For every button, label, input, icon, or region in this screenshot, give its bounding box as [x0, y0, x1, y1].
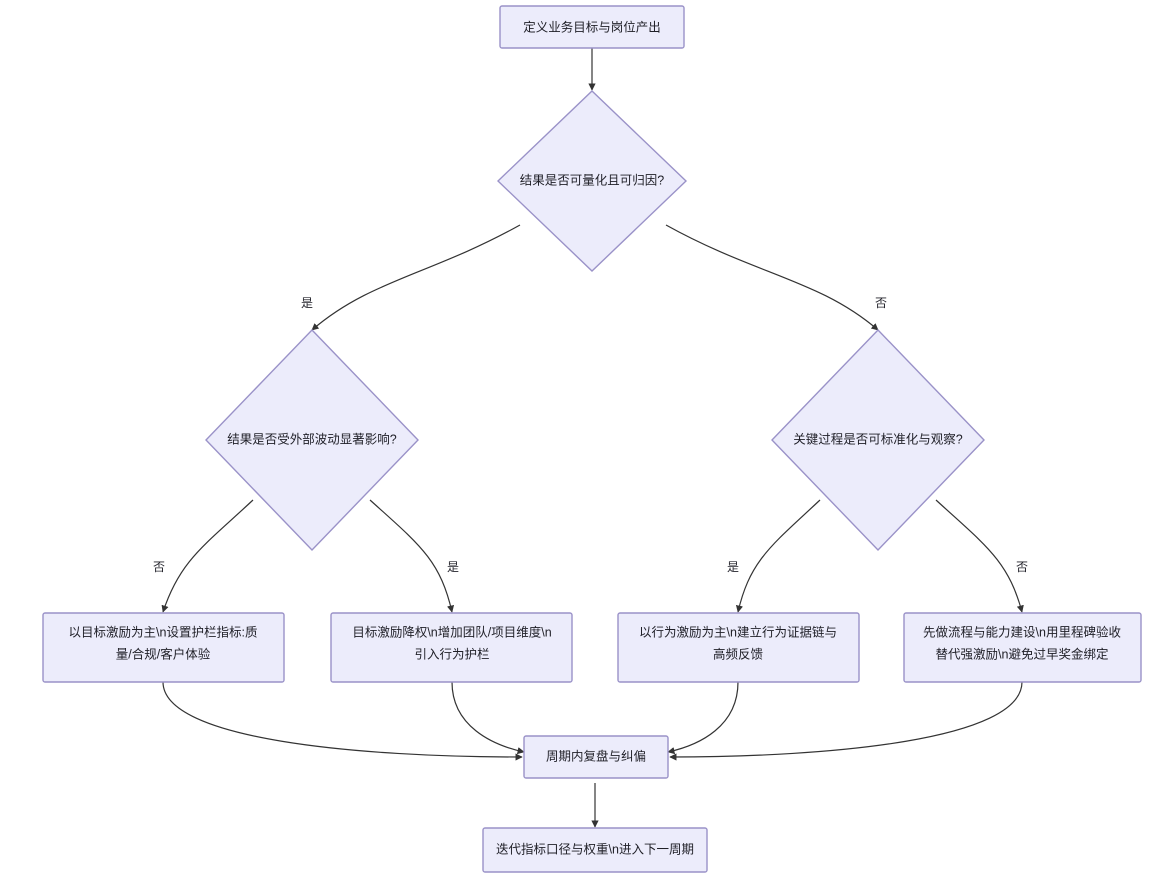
edge-layer: [161, 48, 1024, 828]
edge-d2-to-a1: [161, 499, 254, 613]
node-decision-external-volatility[interactable]: 结果是否受外部波动显著影响?: [205, 328, 419, 552]
edge-label-text: 是: [727, 560, 739, 574]
node-decision-process-standardizable-label: 关键过程是否可标准化与观察?: [793, 431, 963, 446]
edge-label-text: 否: [875, 296, 887, 310]
edge-a1-to-review: [162, 681, 523, 761]
node-action-goal-incentive-line1: 以目标激励为主\n设置护栏指标:质: [69, 624, 258, 639]
node-action-process-capability[interactable]: 先做流程与能力建设\n用里程碑验收 替代强激励\n避免过早奖金绑定: [903, 612, 1142, 683]
node-action-process-capability-line1: 先做流程与能力建设\n用里程碑验收: [923, 624, 1121, 639]
edge-label-d3-a3: 是: [724, 558, 742, 576]
node-start-label: 定义业务目标与岗位产出: [523, 19, 661, 34]
node-decision-quantifiable[interactable]: 结果是否可量化且可归因?: [496, 90, 688, 272]
node-action-downweight-goal-line2: 引入行为护栏: [414, 646, 489, 661]
edge-label-d2-a1: 否: [150, 558, 168, 576]
edge-label-text: 是: [301, 296, 313, 310]
edge-label-text: 是: [447, 560, 459, 574]
node-action-behavior-incentive[interactable]: 以行为激励为主\n建立行为证据链与 高频反馈: [617, 612, 860, 683]
edge-d1-to-d2: [311, 224, 521, 331]
node-action-behavior-incentive-line1: 以行为激励为主\n建立行为证据链与: [639, 624, 837, 639]
node-action-downweight-goal[interactable]: 目标激励降权\n增加团队/项目维度\n 引入行为护栏: [330, 612, 573, 683]
edge-a4-to-review: [669, 681, 1023, 761]
edge-label-text: 否: [1016, 560, 1028, 574]
edge-label-text: 否: [153, 560, 165, 574]
edge-d3-to-a4: [935, 499, 1024, 613]
node-review-label: 周期内复盘与纠偏: [546, 748, 646, 763]
edge-a3-to-review: [667, 681, 739, 755]
node-decision-external-volatility-label: 结果是否受外部波动显著影响?: [227, 431, 397, 446]
node-iterate[interactable]: 迭代指标口径与权重\n进入下一周期: [482, 827, 708, 873]
node-decision-quantifiable-label: 结果是否可量化且可归因?: [520, 173, 665, 187]
edge-label-d1-d3: 否: [872, 294, 890, 312]
edge-label-layer: 是 否 否 是 是 否: [150, 294, 1031, 576]
edge-d2-to-a2: [369, 499, 455, 613]
edge-label-d2-a2: 是: [444, 558, 462, 576]
node-decision-process-standardizable[interactable]: 关键过程是否可标准化与观察?: [771, 328, 985, 552]
node-iterate-label: 迭代指标口径与权重\n进入下一周期: [496, 841, 694, 856]
node-review[interactable]: 周期内复盘与纠偏: [523, 735, 669, 779]
edge-label-d3-a4: 否: [1013, 558, 1031, 576]
node-action-goal-incentive[interactable]: 以目标激励为主\n设置护栏指标:质 量/合规/客户体验: [42, 612, 285, 683]
edge-label-d1-d2: 是: [298, 294, 316, 312]
node-action-downweight-goal-line1: 目标激励降权\n增加团队/项目维度\n: [352, 624, 551, 639]
node-action-behavior-incentive-line2: 高频反馈: [713, 646, 763, 661]
edge-d3-to-a3: [735, 499, 821, 613]
edge-d1-to-d3: [665, 224, 879, 331]
edge-a2-to-review: [451, 681, 525, 755]
node-action-goal-incentive-line2: 量/合规/客户体验: [116, 646, 211, 661]
node-action-process-capability-line2: 替代强激励\n避免过早奖金绑定: [936, 646, 1109, 661]
node-start[interactable]: 定义业务目标与岗位产出: [499, 5, 685, 49]
